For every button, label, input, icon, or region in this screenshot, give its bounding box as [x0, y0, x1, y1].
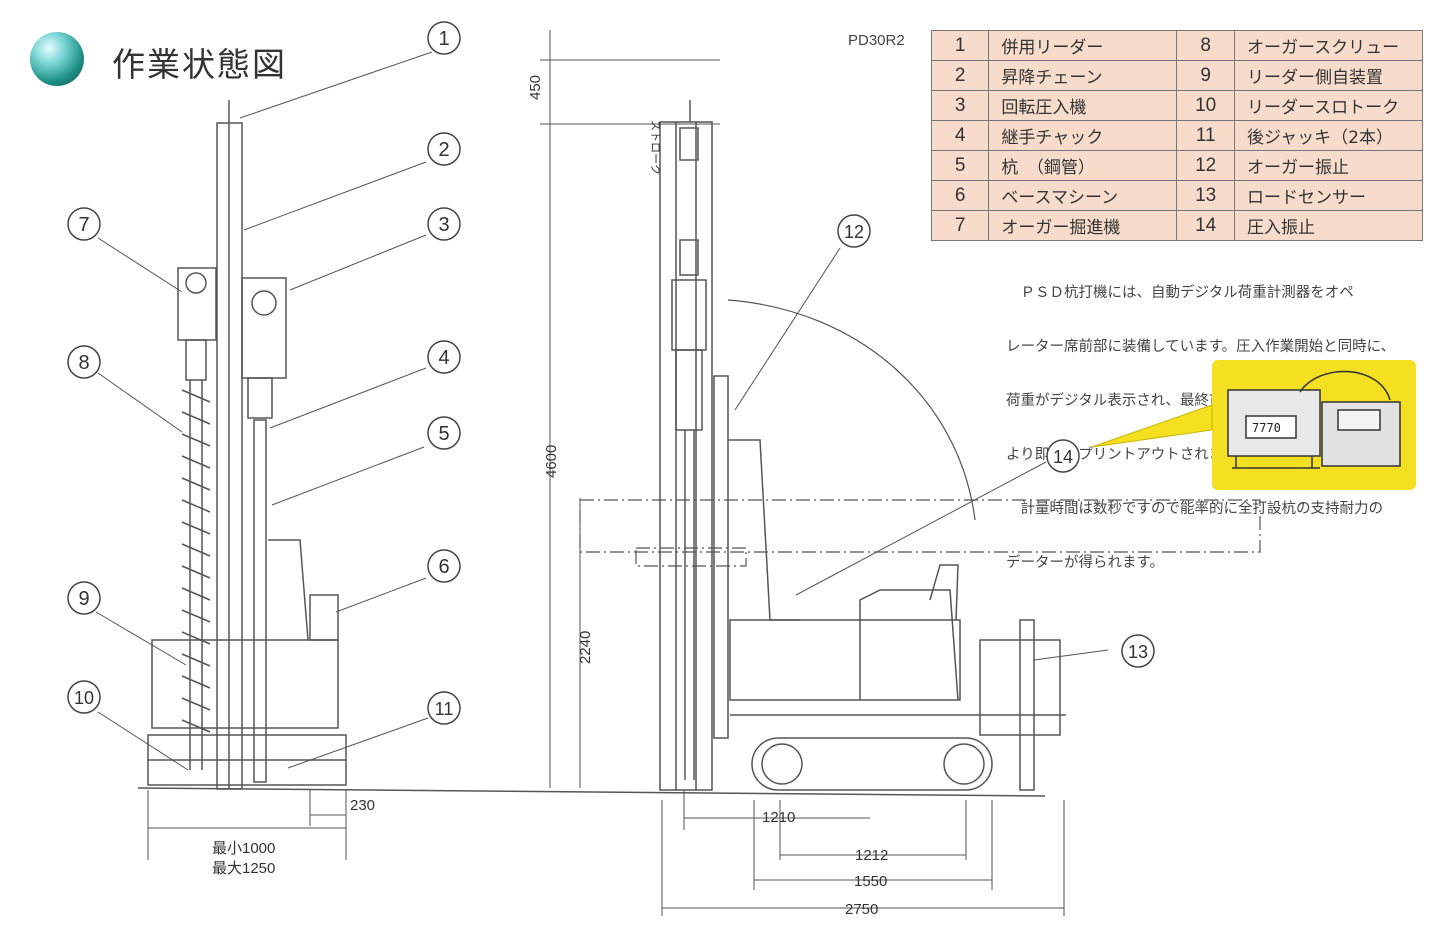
- legend-number: 12: [1176, 150, 1236, 181]
- dim-1550: 1550: [854, 873, 887, 890]
- callout-number: 2: [438, 139, 449, 161]
- callout-circle: [67, 345, 101, 379]
- callout-circle: [67, 581, 101, 615]
- legend-label: オーガースクリュー: [1234, 30, 1423, 61]
- front-view-machine: [147, 100, 347, 790]
- legend-number: 9: [1176, 60, 1236, 91]
- callout-number: 8: [78, 352, 89, 374]
- note-line: ＰＳＤ杭打機には、自動デジタル荷重計測器をオペ: [1006, 285, 1354, 301]
- callout-number: 14: [1053, 447, 1073, 467]
- callout-circle: [427, 416, 461, 450]
- legend-label: リーダースロトーク: [1234, 90, 1423, 121]
- dim-min-width: 最小1000: [212, 840, 275, 857]
- callout-number: 4: [438, 347, 449, 369]
- callout-circle: [427, 340, 461, 374]
- dim-4600: 4600: [543, 445, 560, 478]
- callout-circle: [427, 207, 461, 241]
- callout-number: 6: [438, 556, 449, 578]
- callout-circle: [427, 549, 461, 583]
- legend-label: リーダー側自装置: [1234, 60, 1423, 91]
- note-line: データーが得られます。: [1006, 555, 1165, 571]
- callout-leaders: [95, 51, 1109, 771]
- legend-label: 圧入振止: [1234, 210, 1423, 241]
- legend-label: オーガー掘進機: [988, 210, 1178, 241]
- callout-circle: [427, 691, 461, 725]
- dimension-labels: 450 ストローク 4600 2240 230 最小1000 最大1250 12…: [212, 75, 888, 918]
- legend-number: 6: [930, 180, 990, 211]
- callout-circle: [1046, 439, 1080, 473]
- leader-swing-arc: [727, 299, 976, 521]
- legend-number: 1: [930, 30, 990, 61]
- dimension-lines: [147, 30, 1065, 916]
- legend-number: 7: [930, 210, 990, 241]
- rear-jack: [1019, 619, 1035, 791]
- callout-circle: [427, 21, 461, 55]
- dim-1212: 1212: [855, 847, 888, 864]
- callout-number: 7: [78, 214, 89, 236]
- title-bullet-icon: [30, 32, 84, 86]
- crawler-track: [751, 737, 993, 791]
- callout-pointer: [1091, 404, 1213, 448]
- legend-number: 14: [1176, 210, 1236, 241]
- note-line: 計量時間は数秒ですので能率的に全打設杭の支持耐力の: [1006, 501, 1383, 517]
- base-machine-body: [151, 639, 339, 729]
- auger-screw: [181, 389, 211, 733]
- side-leader-mast: [659, 121, 713, 791]
- note-line: レーター席前部に装備しています。圧入作業開始と同時に、: [1006, 339, 1396, 355]
- callout-circle: [427, 132, 461, 166]
- dim-1210: 1210: [762, 809, 795, 826]
- dim-2240: 2240: [577, 631, 594, 664]
- callout-number: 1: [438, 28, 449, 50]
- legend-number: 5: [930, 150, 990, 181]
- dim-max-width: 最大1250: [212, 860, 275, 877]
- side-view-machine: [579, 100, 1261, 791]
- laid-leader-outline: [579, 499, 1261, 553]
- callout-number: 5: [438, 423, 449, 445]
- legend-label: ロードセンサー: [1234, 180, 1423, 211]
- dim-2750: 2750: [845, 901, 878, 918]
- callout-circle: [67, 207, 101, 241]
- legend-number: 3: [930, 90, 990, 121]
- legend-label: オーガー振止: [1234, 150, 1423, 181]
- legend-label: 昇降チェーン: [988, 60, 1178, 91]
- legend-label: 併用リーダー: [988, 30, 1178, 61]
- meter-display-text: 7770: [1252, 421, 1281, 435]
- callout-circle: [1121, 634, 1155, 668]
- dim-stroke-label: ストローク: [649, 120, 662, 175]
- callout-number: 3: [438, 214, 449, 236]
- legend-label: 継手チャック: [988, 120, 1178, 151]
- dim-450: 450: [527, 75, 544, 100]
- callout-number: 11: [435, 699, 454, 719]
- rotary-press: [241, 277, 287, 379]
- callout-circle: [67, 680, 101, 714]
- legend-number: 2: [930, 60, 990, 91]
- dim-230: 230: [350, 797, 375, 814]
- callout-number: 12: [844, 222, 864, 242]
- callout-number: 13: [1128, 642, 1148, 662]
- page-title: 作業状態図: [112, 45, 287, 84]
- legend-label: 回転圧入機: [988, 90, 1178, 121]
- model-code: PD30R2: [848, 32, 905, 49]
- callout-number: 10: [74, 688, 94, 708]
- ground-line: [137, 787, 1046, 797]
- load-meter-device-icon: 7770: [1227, 370, 1401, 469]
- callout-number: 9: [78, 588, 89, 610]
- callout-circle: [837, 214, 871, 248]
- auger-drive: [177, 267, 217, 341]
- steel-pile: [253, 419, 267, 783]
